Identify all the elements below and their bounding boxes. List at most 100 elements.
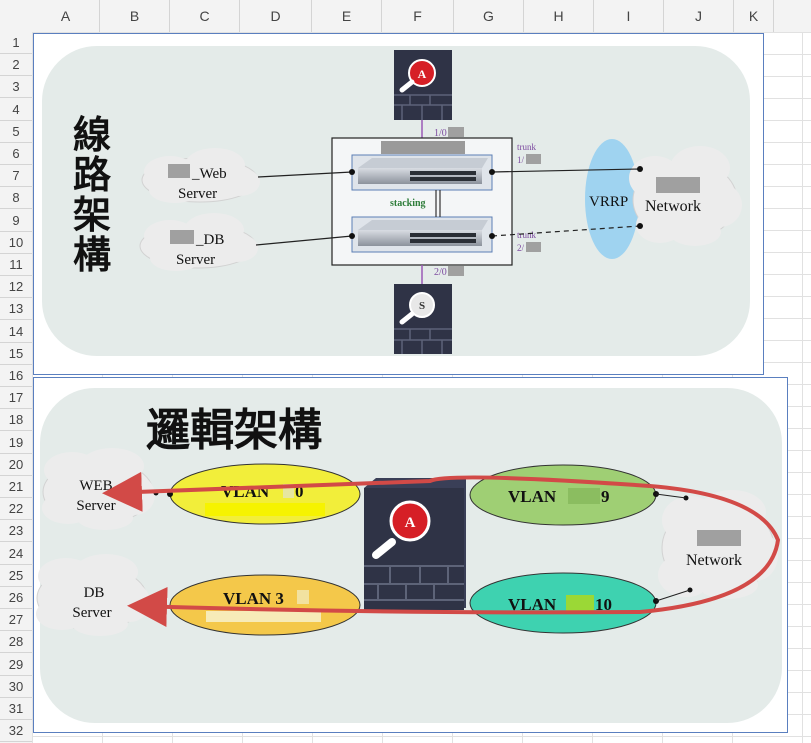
physical-title-char: 線 xyxy=(72,113,111,157)
column-header-i[interactable]: I xyxy=(594,0,664,32)
db-server-name: _DB xyxy=(195,232,224,248)
row-header-15[interactable]: 15 xyxy=(0,343,32,365)
row-header-32[interactable]: 32 xyxy=(0,720,32,743)
logical-network-label: Network xyxy=(686,552,742,569)
row-header-26[interactable]: 26 xyxy=(0,587,32,609)
logical-network-cloud-icon xyxy=(658,490,778,599)
web-server-name: _Web xyxy=(191,166,227,182)
column-header-g[interactable]: G xyxy=(454,0,524,32)
row-header-29[interactable]: 29 xyxy=(0,654,32,676)
redacted-block xyxy=(170,230,194,244)
redacted-block xyxy=(697,530,741,546)
vlan-right-bottom-ellipse xyxy=(469,572,657,634)
row-header-7[interactable]: 7 xyxy=(0,165,32,188)
row-header-11[interactable]: 11 xyxy=(0,254,32,276)
db-link-line xyxy=(255,235,353,246)
column-header-a[interactable]: A xyxy=(32,0,100,32)
column-header-d[interactable]: D xyxy=(240,0,312,32)
redacted-block xyxy=(526,242,541,252)
web-server-role: Server xyxy=(178,186,217,202)
row-header-23[interactable]: 23 xyxy=(0,520,32,543)
redacted-block xyxy=(448,266,464,276)
row-header-27[interactable]: 27 xyxy=(0,609,32,632)
redacted-block xyxy=(566,595,594,611)
row-header-19[interactable]: 19 xyxy=(0,432,32,454)
trunk-1-port: 1/ xyxy=(517,155,525,165)
logical-web-server-role: Server xyxy=(76,498,115,514)
row-header-1[interactable]: 1 xyxy=(0,32,32,54)
row-header-22[interactable]: 22 xyxy=(0,498,32,521)
trunk-2-label: trunk xyxy=(517,230,536,240)
trunk-2-line xyxy=(491,225,641,237)
redacted-block xyxy=(283,484,294,498)
db-server-role: Server xyxy=(176,252,215,268)
row-header-25[interactable]: 25 xyxy=(0,565,32,587)
physical-title: 線 路 架 構 xyxy=(68,115,116,275)
row-header-16[interactable]: 16 xyxy=(0,365,32,387)
web-link-line xyxy=(257,171,353,178)
column-header-j[interactable]: J xyxy=(664,0,734,32)
column-header-c[interactable]: C xyxy=(170,0,240,32)
column-header-h[interactable]: H xyxy=(524,0,594,32)
firewall-bottom-badge: S xyxy=(419,300,425,312)
physical-title-char: 架 xyxy=(72,193,111,237)
column-header-e[interactable]: E xyxy=(312,0,382,32)
row-header-30[interactable]: 30 xyxy=(0,676,32,698)
stacking-label: stacking xyxy=(390,198,426,209)
row-header-3[interactable]: 3 xyxy=(0,76,32,99)
vlan-right-top-ellipse xyxy=(469,464,657,526)
logical-db-server-role: Server xyxy=(72,605,111,621)
firewall-top-badge: A xyxy=(418,67,427,81)
row-header-24[interactable]: 24 xyxy=(0,543,32,565)
row-header-20[interactable]: 20 xyxy=(0,454,32,476)
vlan-web-suffix: 0 xyxy=(295,482,304,501)
redacted-block xyxy=(381,141,465,154)
row-header-28[interactable]: 28 xyxy=(0,631,32,654)
logical-db-server-name: DB xyxy=(84,585,105,601)
row-header-14[interactable]: 14 xyxy=(0,321,32,343)
flow-arrow-web xyxy=(102,471,651,512)
row-header-18[interactable]: 18 xyxy=(0,409,32,432)
vlan-right-bottom-label: VLAN xyxy=(508,595,557,614)
vlan-right-top-suffix: 9 xyxy=(601,487,610,506)
redacted-block xyxy=(526,154,541,164)
row-header-4[interactable]: 4 xyxy=(0,99,32,121)
column-header-k[interactable]: K xyxy=(734,0,774,32)
row-header-17[interactable]: 17 xyxy=(0,387,32,410)
row-header-9[interactable]: 9 xyxy=(0,210,32,232)
switch-1-icon xyxy=(351,154,493,191)
redacted-block xyxy=(297,590,309,604)
logical-firewall-badge: A xyxy=(405,515,416,531)
network-label: Network xyxy=(645,198,701,215)
switch-2-icon xyxy=(351,216,493,253)
row-header-6[interactable]: 6 xyxy=(0,143,32,165)
network-cloud-icon xyxy=(629,146,742,246)
row-header-31[interactable]: 31 xyxy=(0,698,32,720)
trunk-1-line xyxy=(491,168,641,173)
column-header-b[interactable]: B xyxy=(100,0,170,32)
vlan-db-label: VLAN 3 xyxy=(223,589,284,608)
row-header-5[interactable]: 5 xyxy=(0,121,32,143)
row-header-2[interactable]: 2 xyxy=(0,54,32,77)
row-header-21[interactable]: 21 xyxy=(0,476,32,498)
physical-title-char: 路 xyxy=(72,153,111,197)
trunk-1-label: trunk xyxy=(517,142,536,152)
row-header-8[interactable]: 8 xyxy=(0,187,32,210)
row-header-13[interactable]: 13 xyxy=(0,298,32,321)
vlan-right-bottom-suffix: 10 xyxy=(595,595,612,614)
column-header-f[interactable]: F xyxy=(382,0,454,32)
logical-db-server-cloud-icon xyxy=(36,554,150,636)
logical-firewall-icon: A xyxy=(364,478,466,610)
row-header-12[interactable]: 12 xyxy=(0,276,32,299)
row-header-10[interactable]: 10 xyxy=(0,232,32,254)
flow-arrow-db xyxy=(127,484,781,627)
redacted-block xyxy=(448,127,464,137)
uplink-bottom-label: 2/0 xyxy=(434,267,447,278)
firewall-top-icon: A xyxy=(394,50,452,120)
redacted-block xyxy=(168,164,190,178)
uplink-top-label: 1/0 xyxy=(434,128,447,139)
redacted-block xyxy=(568,488,600,504)
trunk-2-port: 2/ xyxy=(517,243,525,253)
